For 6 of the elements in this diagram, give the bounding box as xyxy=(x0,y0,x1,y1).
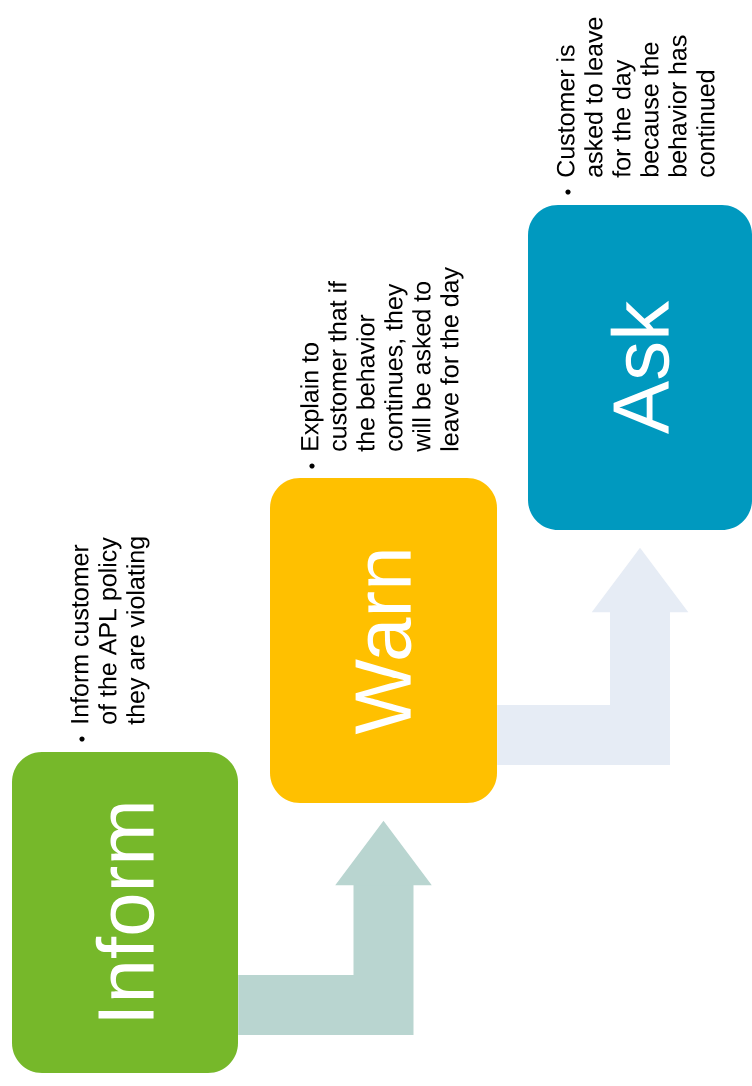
step-box: Warn xyxy=(270,478,497,803)
step-box: Inform xyxy=(12,752,238,1073)
bullet-text: Customer is asked to leave for the day because the behavior has continued xyxy=(556,17,715,178)
bullet-text: Inform customer of the APL policy they are violating xyxy=(70,537,150,725)
step-box: Ask xyxy=(528,205,752,530)
bullet-text: Explain to customer that if the behavior continues, they will be asked to leave for the day xyxy=(300,267,464,452)
